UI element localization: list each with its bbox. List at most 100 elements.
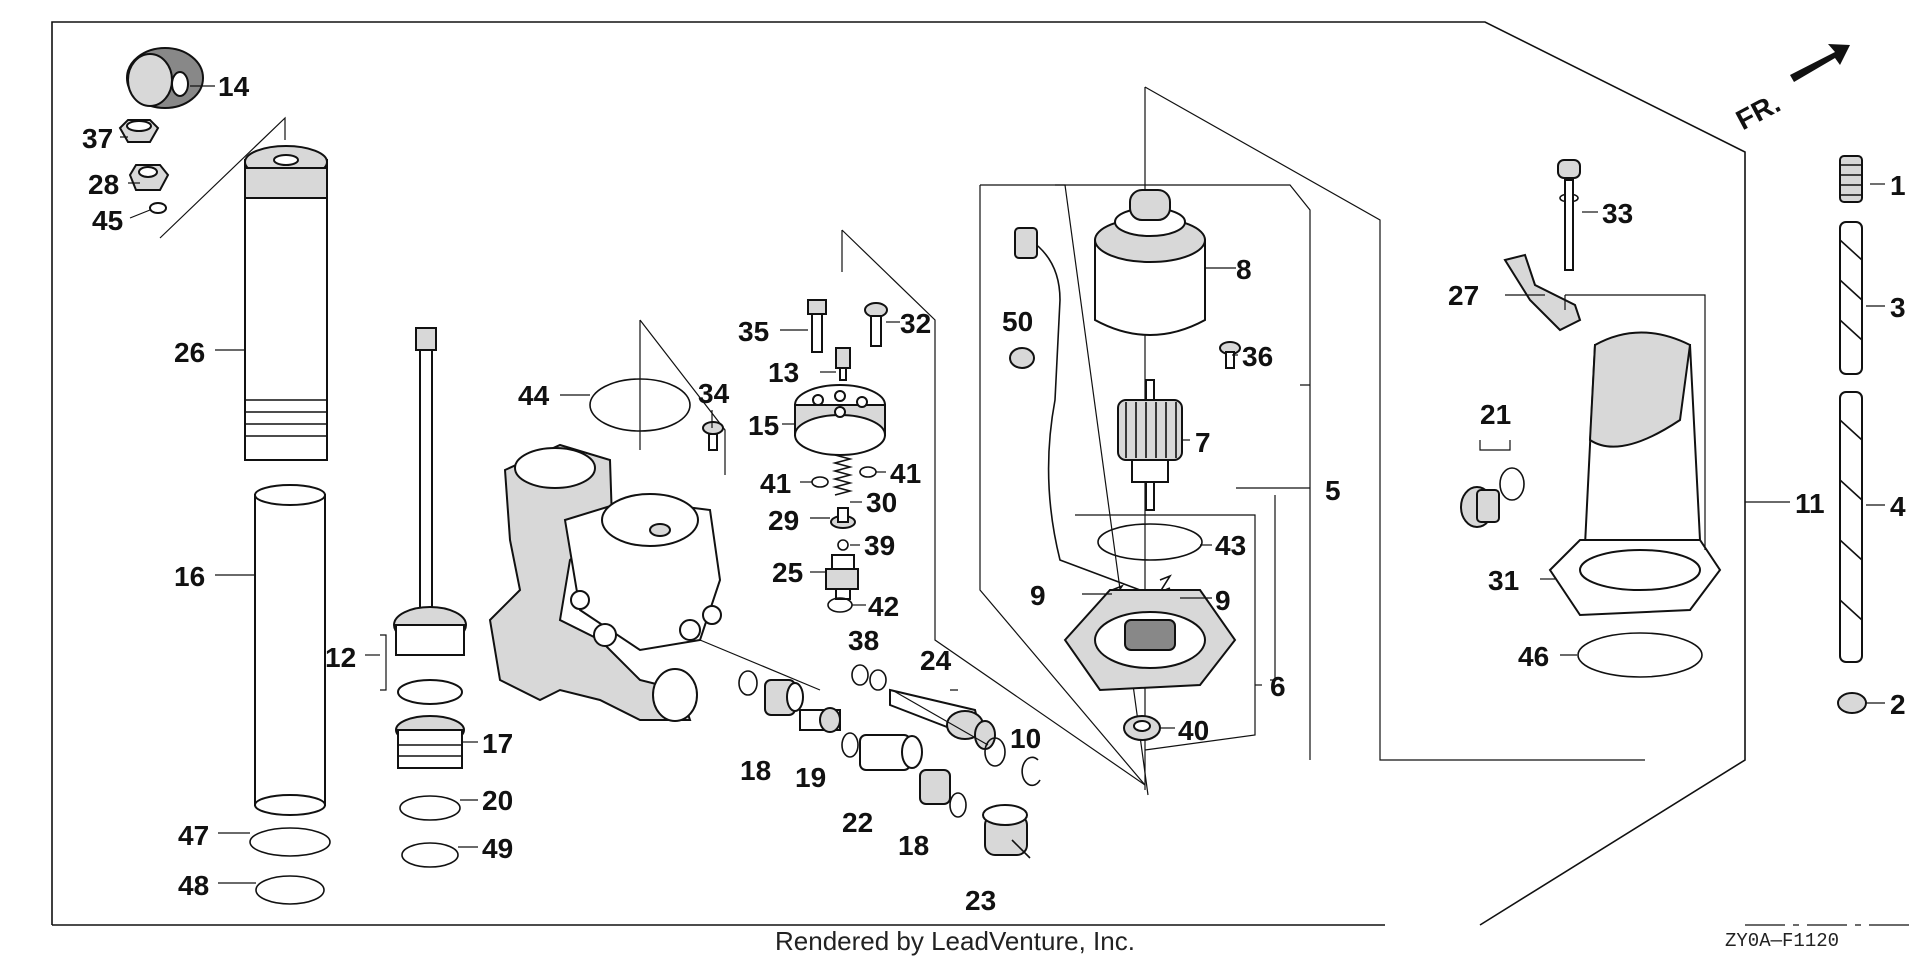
callout-1: 1 (1890, 170, 1906, 201)
callout-38: 38 (848, 625, 879, 656)
callout-4: 4 (1890, 491, 1906, 522)
part-11-reservoir (1548, 331, 1722, 617)
callout-45: 45 (92, 205, 123, 236)
part-18-valve-a (764, 679, 804, 716)
part-14-cap (126, 47, 204, 109)
callout-27: 27 (1448, 280, 1479, 311)
callout-39: 39 (864, 530, 895, 561)
callout-47: 47 (178, 820, 209, 851)
callout-36: 36 (1242, 341, 1273, 372)
part-16-sleeve (254, 484, 326, 816)
callout-3: 3 (1890, 292, 1906, 323)
part-39-ball (837, 539, 849, 551)
part-1-fitting (1839, 155, 1863, 203)
part-29-check-valve (830, 507, 856, 529)
part-49-ring (401, 842, 459, 868)
direction-label: FR. (1731, 87, 1785, 136)
part-25-valve (825, 554, 859, 600)
part-21-plug (1460, 467, 1525, 528)
part-33-bolt (1557, 159, 1581, 271)
part-18-valve-b (919, 769, 967, 818)
part-4-hose (1839, 391, 1863, 663)
callout-35: 35 (738, 316, 769, 347)
callout-29: 29 (768, 505, 799, 536)
callout-11: 11 (1795, 488, 1825, 519)
callout-18: 18 (740, 755, 771, 786)
part-3-hose (1839, 221, 1863, 375)
part-valve-body (488, 443, 722, 722)
part-18-oring-a (738, 670, 758, 696)
callout-6: 6 (1270, 671, 1286, 702)
part-17-piston (395, 715, 465, 769)
callout-48: 48 (178, 870, 209, 901)
part-2-clamp (1837, 692, 1867, 714)
part-44-oring (589, 378, 691, 432)
part-13-pin (835, 347, 851, 381)
part-30-spring (831, 454, 854, 496)
part-12-piston-rod (393, 327, 467, 705)
part-7-armature (1117, 379, 1183, 511)
callout-16: 16 (174, 561, 205, 592)
part-32-bolt (864, 302, 888, 347)
part-40-grommet (1123, 715, 1161, 741)
callout-32: 32 (900, 308, 931, 339)
callout-22: 22 (842, 807, 873, 838)
callout-19: 19 (795, 762, 826, 793)
part-35-bolt (807, 299, 827, 353)
part-48-ring (255, 875, 325, 905)
credit-text: Rendered by LeadVenture, Inc. (775, 926, 1135, 956)
part-27-bracket (1503, 253, 1582, 332)
callout-49: 49 (482, 833, 513, 864)
part-41-oring-left (811, 476, 829, 488)
callout-42: 42 (868, 591, 899, 622)
callout-9b: 9 (1215, 585, 1231, 616)
callout-50: 50 (1002, 306, 1033, 337)
callout-7: 7 (1195, 427, 1211, 458)
part-8-motor-cover (1094, 189, 1206, 336)
part-36-screw (1219, 341, 1241, 369)
callout-26: 26 (174, 337, 205, 368)
callout-12: 12 (325, 642, 356, 673)
callout-40: 40 (1178, 715, 1209, 746)
callout-33: 33 (1602, 198, 1633, 229)
callout-13: 13 (768, 357, 799, 388)
callout-14: 14 (218, 71, 250, 102)
part-10-clip (984, 737, 1041, 787)
callout-20: 20 (482, 785, 513, 816)
callout-28: 28 (88, 169, 119, 200)
diagram-code: ZY0A—F1120 (1725, 930, 1839, 952)
part-50-harness (1009, 227, 1141, 591)
part-28-fitting (128, 164, 170, 191)
callout-37: 37 (82, 123, 113, 154)
callout-21: 21 (1480, 399, 1511, 430)
part-43-oring (1097, 523, 1203, 561)
part-38-orings (851, 664, 887, 691)
callout-41b: 41 (890, 458, 921, 489)
part-42-oring (827, 597, 853, 613)
callout-10: 10 (1010, 723, 1041, 754)
part-20-ring (399, 795, 461, 821)
callout-8: 8 (1236, 254, 1252, 285)
callout-46: 46 (1518, 641, 1549, 672)
callout-5: 5 (1325, 475, 1341, 506)
part-6-brush-holder (1063, 589, 1237, 692)
part-22-spool (841, 732, 923, 771)
callout-44: 44 (518, 380, 550, 411)
callout-2: 2 (1890, 689, 1906, 720)
callout-34: 34 (698, 378, 730, 409)
callout-15: 15 (748, 410, 779, 441)
part-19-spool (799, 707, 841, 733)
callout-41: 41 (760, 468, 791, 499)
part-24-manual-valve (889, 688, 996, 750)
callout-17: 17 (482, 728, 513, 759)
callout-31: 31 (1488, 565, 1519, 596)
callout-23: 23 (965, 885, 996, 916)
callout-24: 24 (920, 645, 952, 676)
part-34-screw (702, 421, 724, 451)
callout-25: 25 (772, 557, 803, 588)
callout-18b: 18 (898, 830, 929, 861)
part-41-oring-right (859, 466, 877, 478)
forward-arrow-icon: FR. (1731, 44, 1850, 136)
part-37-nut (118, 119, 160, 143)
